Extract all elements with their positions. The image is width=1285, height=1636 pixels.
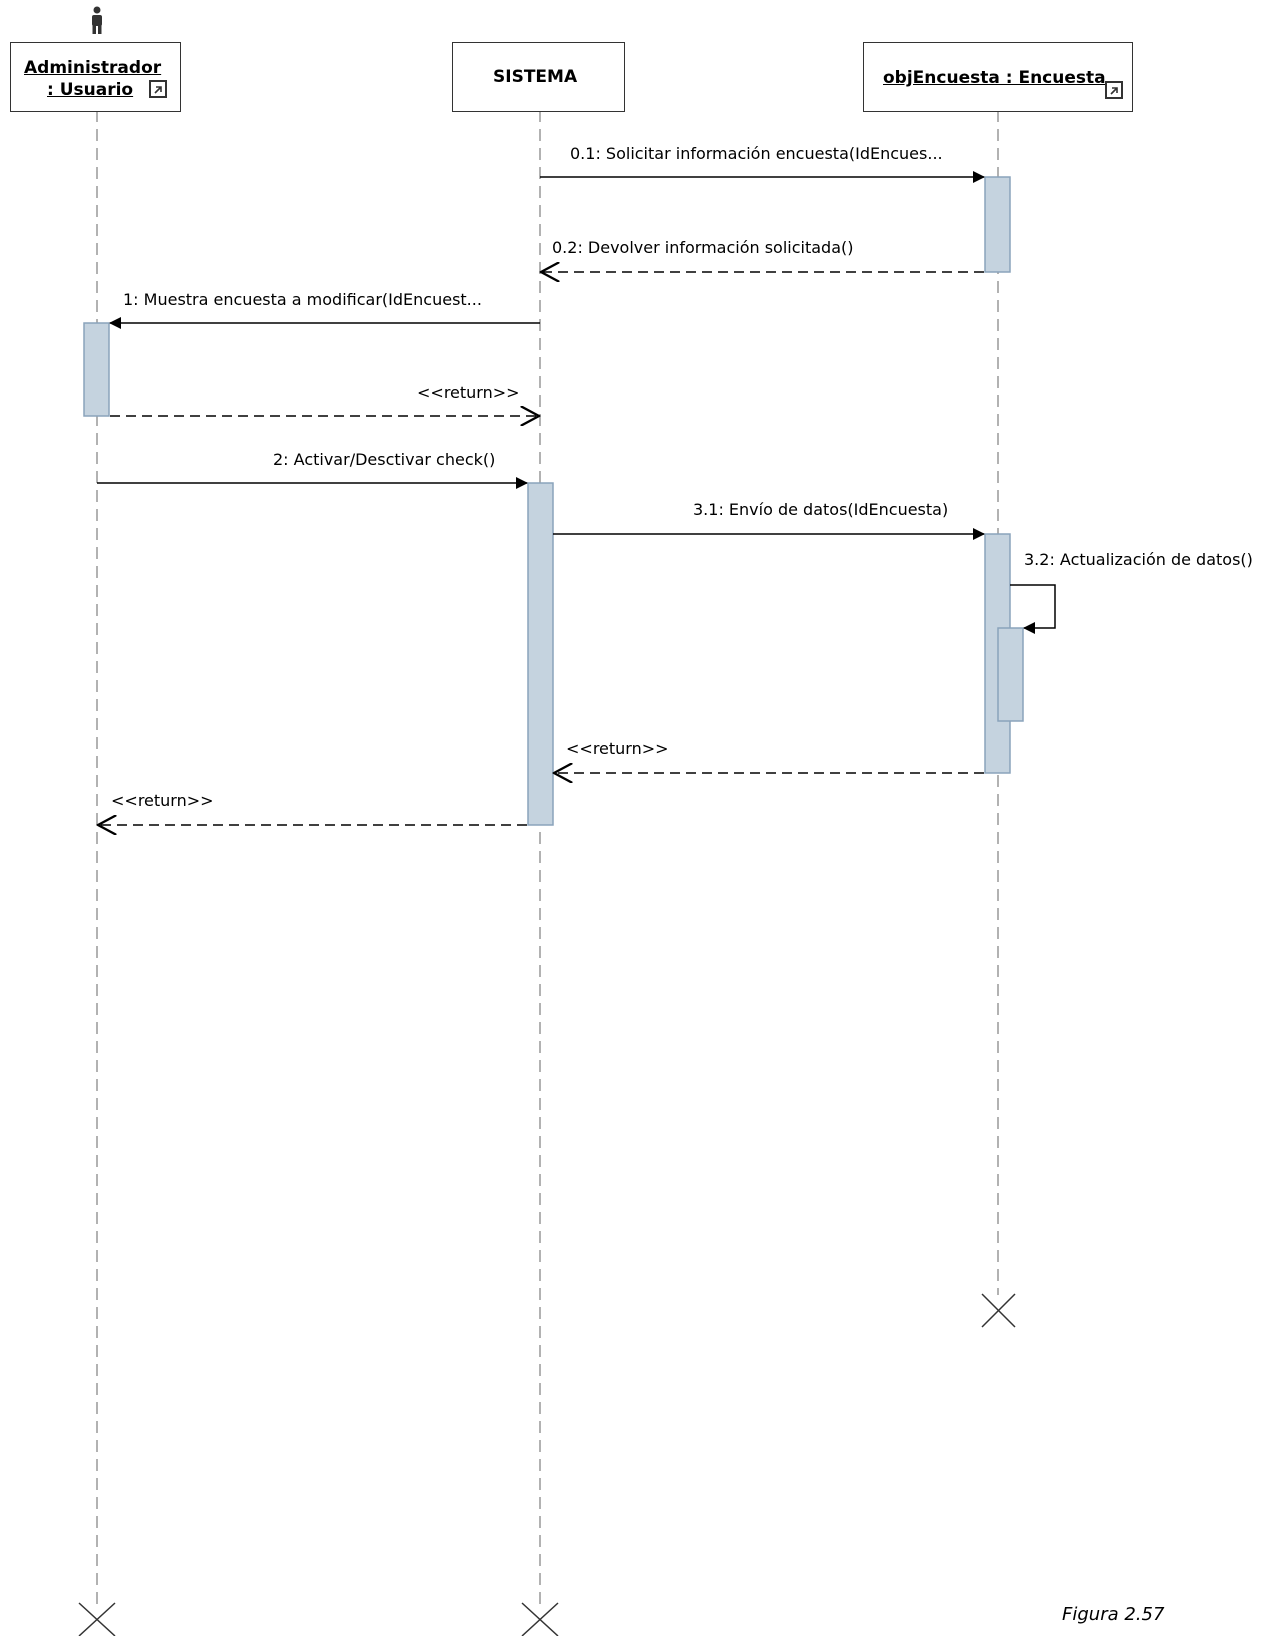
lifeline-encuesta-name: objEncuesta : Encuesta: [883, 68, 1106, 88]
lifeline-encuesta-box: objEncuesta : Encuesta: [863, 42, 1133, 112]
activation-encuesta-nested: [997, 627, 1024, 722]
link-icon: [149, 80, 167, 98]
message-label-1-return: <<return>>: [417, 383, 520, 402]
actor-icon: [92, 6, 102, 34]
message-label-3-1: 3.1: Envío de datos(IdEncuesta): [693, 500, 949, 519]
message-label-0-1: 0.1: Solicitar información encuesta(IdEn…: [570, 144, 943, 163]
activation-encuesta-1: [984, 176, 1011, 273]
message-label-1: 1: Muestra encuesta a modificar(IdEncues…: [123, 290, 482, 309]
activation-admin-1: [83, 322, 110, 417]
lifeline-sistema-name: SISTEMA: [493, 67, 578, 87]
lifeline-admin-box: Administrador : Usuario: [10, 42, 181, 112]
message-label-3-1-return: <<return>>: [566, 739, 669, 758]
lifeline-admin-name: Administrador: [24, 58, 162, 78]
message-label-2: 2: Activar/Desctivar check(): [273, 450, 496, 469]
figure-caption: Figura 2.57: [1062, 1604, 1165, 1625]
link-icon: [1105, 81, 1123, 99]
destroy-marker-sistema: [521, 1602, 559, 1636]
lifeline-sistema-box: SISTEMA: [452, 42, 625, 112]
message-arrow-3-2-self: [1010, 584, 1056, 634]
activation-sistema-1: [527, 482, 554, 826]
message-label-0-2: 0.2: Devolver información solicitada(): [552, 238, 854, 257]
lifeline-admin-type: : Usuario: [47, 80, 134, 100]
destroy-marker-encuesta: [981, 1293, 1016, 1328]
destroy-marker-admin: [78, 1602, 116, 1636]
message-label-2-return: <<return>>: [111, 791, 214, 810]
message-label-3-2: 3.2: Actualización de datos(): [1024, 550, 1253, 569]
